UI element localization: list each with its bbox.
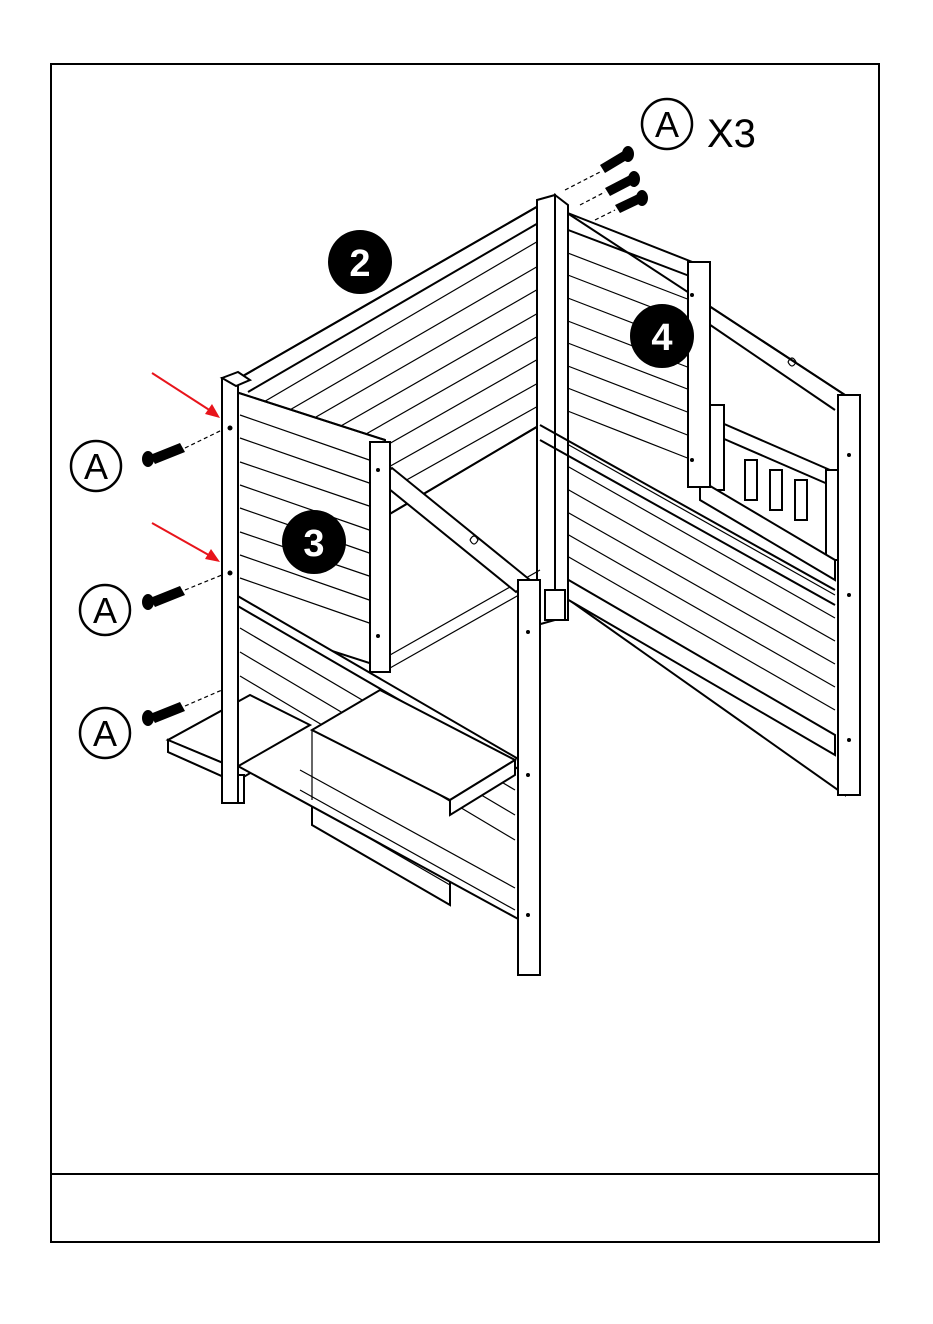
part-number: 3 bbox=[303, 523, 324, 565]
screw-icon bbox=[595, 190, 648, 220]
screw-set-left bbox=[142, 430, 222, 726]
part-badge-3: 3 bbox=[282, 510, 346, 574]
hardware-label: A bbox=[84, 446, 108, 487]
hardware-label: A bbox=[93, 590, 117, 631]
hardware-label: A bbox=[655, 104, 679, 145]
screw-icon bbox=[142, 430, 222, 467]
screw-icon bbox=[142, 575, 222, 610]
arrow-icon bbox=[152, 373, 220, 418]
hardware-label-left-1: A bbox=[71, 441, 121, 491]
part-badge-2: 2 bbox=[328, 230, 392, 294]
front-wall-panel bbox=[168, 372, 565, 975]
right-wall-panel bbox=[555, 205, 860, 795]
hardware-label-left-2: A bbox=[80, 585, 130, 635]
screw-set-top bbox=[565, 146, 648, 220]
part-number: 2 bbox=[349, 243, 370, 285]
hardware-quantity: X3 bbox=[707, 112, 756, 156]
part-number: 4 bbox=[651, 317, 672, 359]
arrow-icon bbox=[152, 523, 220, 562]
hardware-label-top: A X3 bbox=[642, 99, 756, 156]
part-badge-4: 4 bbox=[630, 304, 694, 368]
hardware-label: A bbox=[93, 713, 117, 754]
hardware-label-left-3: A bbox=[80, 708, 130, 758]
